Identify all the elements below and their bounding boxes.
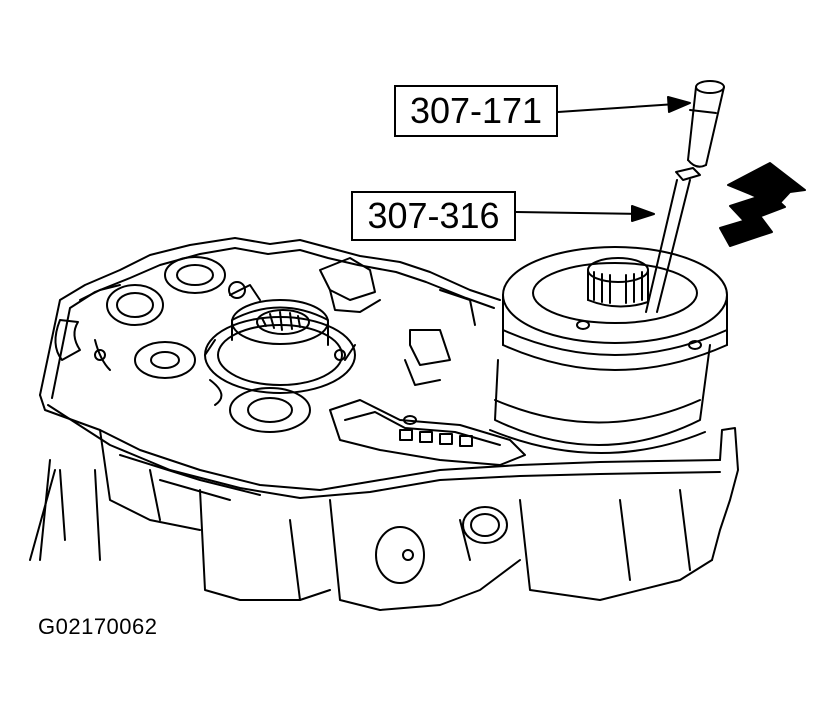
drain-port <box>375 506 508 584</box>
callout-arrows <box>515 96 691 222</box>
fluid-passages <box>54 256 476 433</box>
center-hub <box>204 299 356 394</box>
clutch-drum <box>489 246 728 454</box>
screen-element <box>329 399 526 466</box>
tool-label-307-171: 307-171 <box>394 85 558 137</box>
tool-label-text: 307-171 <box>409 90 543 131</box>
figure-id: G02170062 <box>38 614 158 639</box>
slide-hammer-tool <box>645 80 725 313</box>
lift-direction-arrow-icon <box>719 162 806 247</box>
tool-label-307-316: 307-316 <box>351 191 516 241</box>
leader-line <box>29 469 56 561</box>
transmission-case <box>39 237 739 611</box>
tool-label-text: 307-316 <box>367 195 500 236</box>
